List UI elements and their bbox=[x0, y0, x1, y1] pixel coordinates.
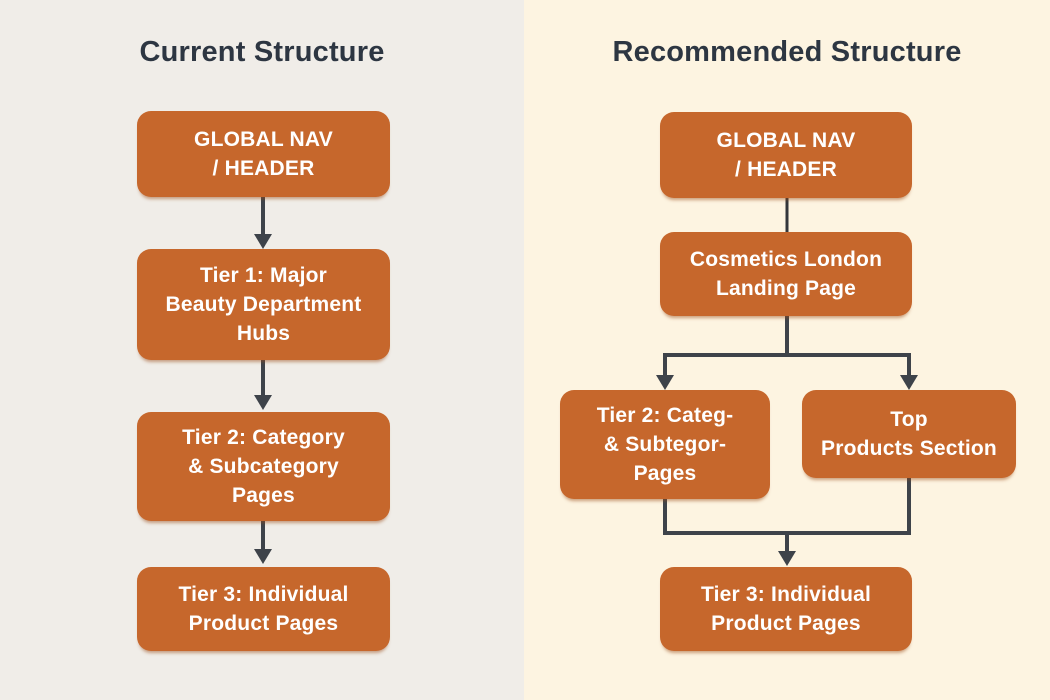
node-label: Cosmetics London Landing Page bbox=[689, 248, 883, 300]
current-structure-title: Current Structure bbox=[139, 36, 385, 68]
node-label: Tier 2: Categ- & Subtegor- Pages bbox=[596, 404, 734, 485]
node-label: Top Products Section bbox=[821, 408, 997, 460]
node-label: Tier 3: Individual Product Pages bbox=[178, 583, 349, 635]
node-label: Tier 3: Individual Product Pages bbox=[700, 583, 872, 635]
node-label: Tier 2: Category & Subcategory Pages bbox=[182, 426, 345, 507]
node-tier3-product-pages-current: Tier 3: Individual Product Pages bbox=[137, 567, 390, 651]
recommended-structure-title: Recommended Structure bbox=[612, 36, 962, 68]
node-cosmetics-london-landing: Cosmetics London Landing Page bbox=[660, 232, 912, 316]
node-label: GLOBAL NAV / HEADER bbox=[194, 128, 333, 180]
node-global-nav-recommended: GLOBAL NAV / HEADER bbox=[660, 112, 912, 198]
node-tier2-category-pages: Tier 2: Category & Subcategory Pages bbox=[137, 412, 390, 521]
node-tier2-recommended: Tier 2: Categ- & Subtegor- Pages bbox=[560, 390, 770, 499]
node-tier1-beauty-hubs: Tier 1: Major Beauty Department Hubs bbox=[137, 249, 390, 360]
node-tier3-product-pages-recommended: Tier 3: Individual Product Pages bbox=[660, 567, 912, 651]
node-top-products-section: Top Products Section bbox=[802, 390, 1016, 478]
node-global-nav-current: GLOBAL NAV / HEADER bbox=[137, 111, 390, 197]
node-label: GLOBAL NAV / HEADER bbox=[716, 129, 856, 181]
node-label: Tier 1: Major Beauty Department Hubs bbox=[165, 264, 362, 345]
